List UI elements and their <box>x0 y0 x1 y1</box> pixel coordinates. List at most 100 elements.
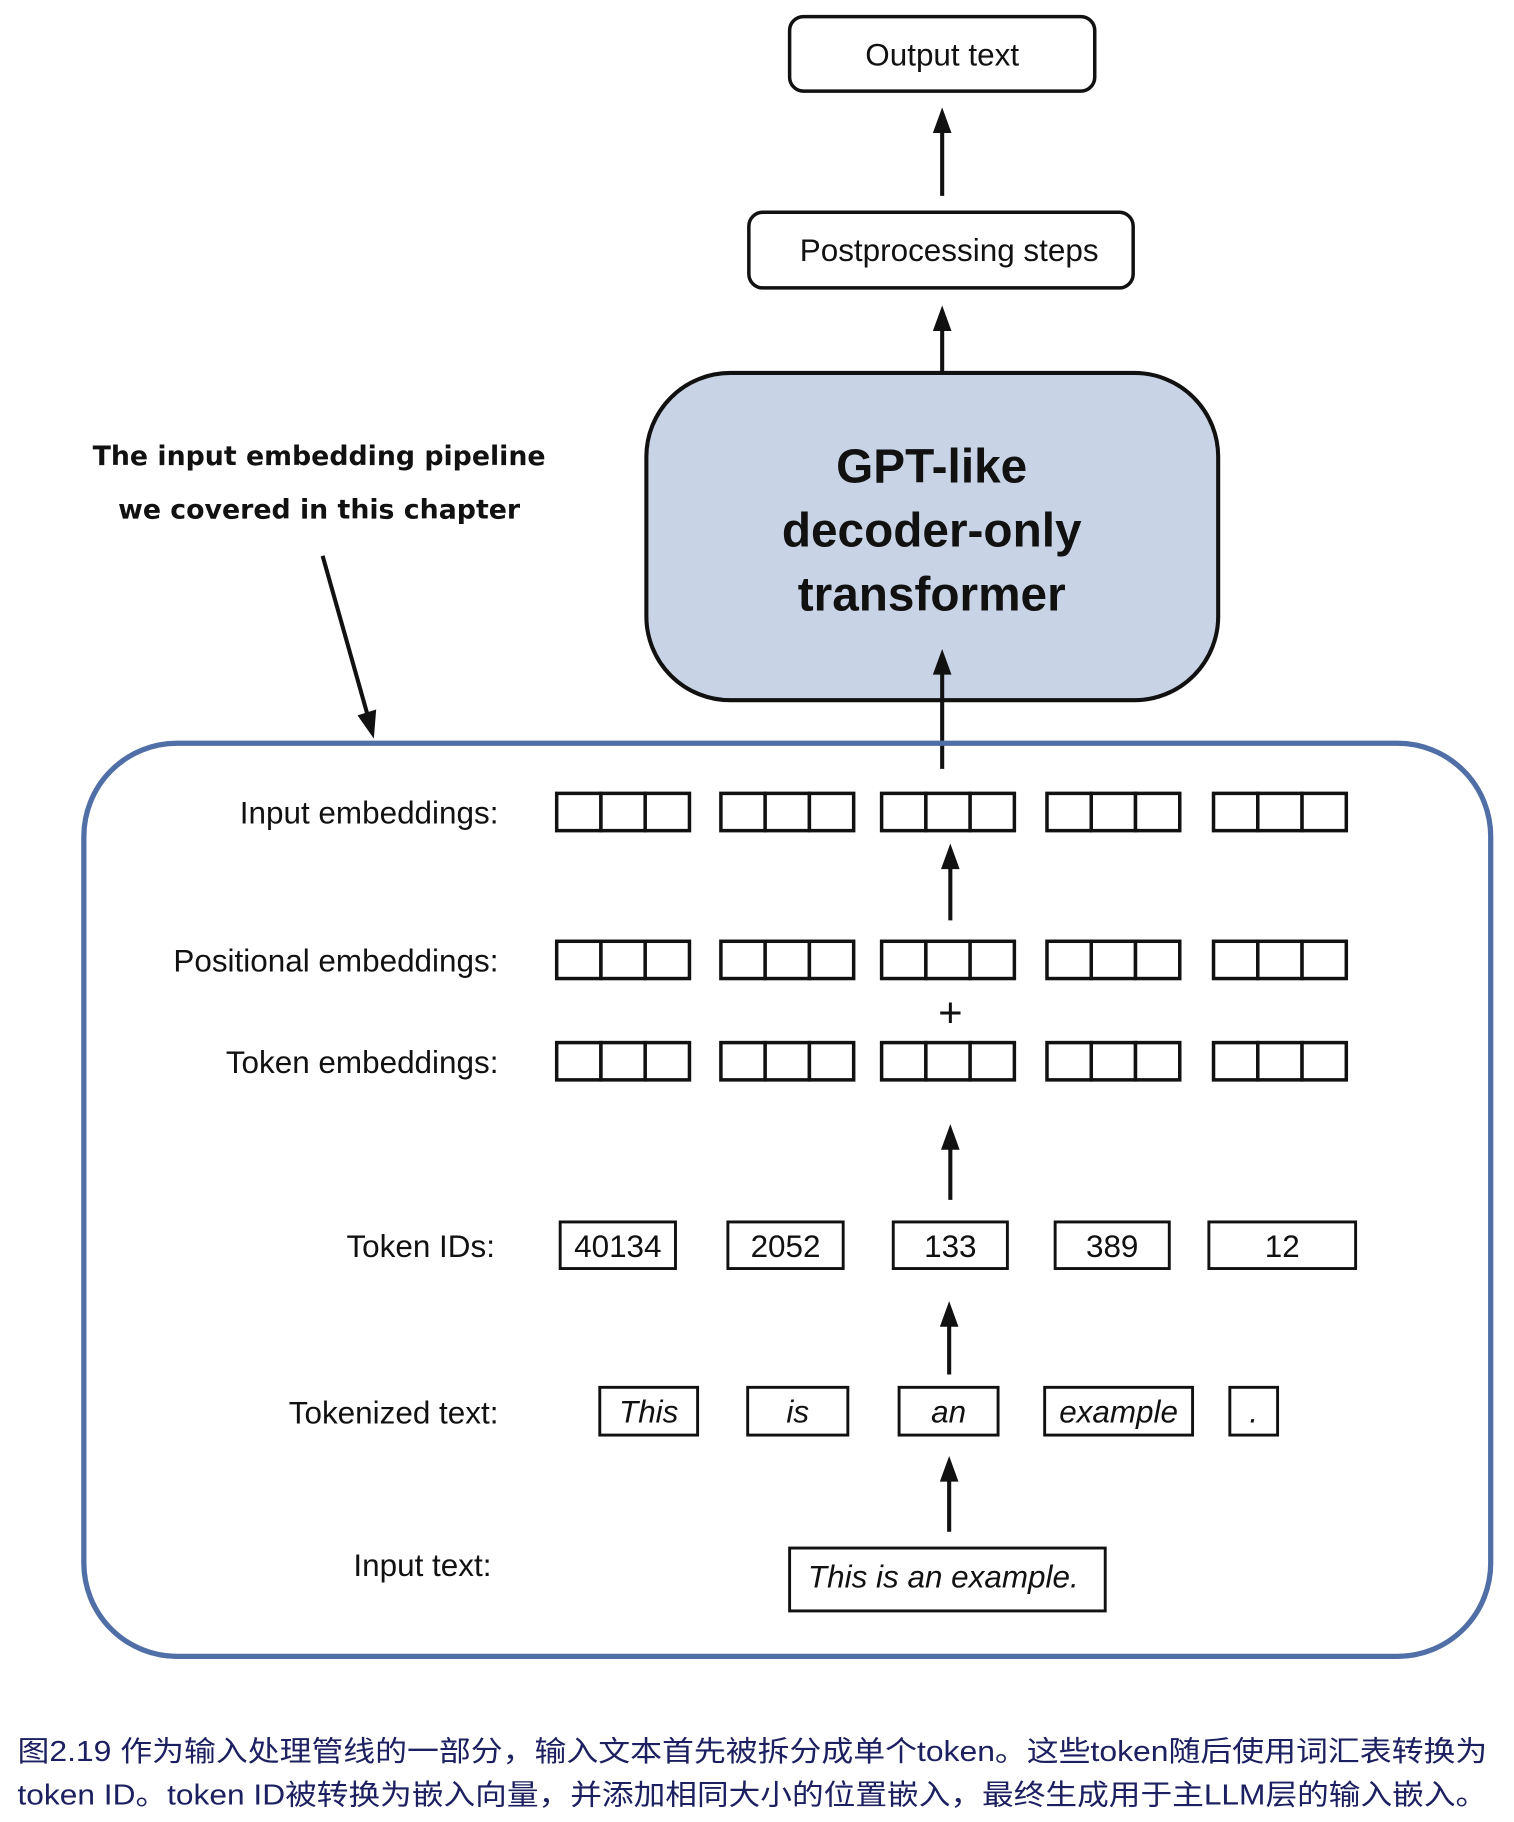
token-value: is <box>786 1394 809 1429</box>
embedding-cell <box>554 791 603 833</box>
embedding-cell <box>807 939 856 981</box>
token-embedding-vector <box>719 1040 856 1082</box>
embedding-cell <box>1045 791 1093 833</box>
token-id-value: 133 <box>924 1229 976 1264</box>
model-title-line-3: transformer <box>798 569 1066 622</box>
input-embedding-vector <box>719 791 856 833</box>
positional-embedding-vector <box>719 939 856 981</box>
embedding-cell <box>1089 1040 1138 1082</box>
embedding-cell <box>1300 1040 1349 1082</box>
token-box: an <box>897 1385 1000 1437</box>
arrowhead-icon <box>932 305 952 332</box>
token-id-box: 12 <box>1207 1220 1358 1270</box>
embedding-cell <box>719 939 767 981</box>
embedding-cell <box>968 791 1017 833</box>
token-id-value: 2052 <box>751 1229 821 1264</box>
model-title-line-1: GPT-like <box>836 440 1027 493</box>
embedding-cell <box>599 939 647 981</box>
embedding-cell <box>924 1040 972 1082</box>
label-input-embeddings: Input embeddings: <box>240 796 499 831</box>
pipeline-container <box>81 740 1494 1659</box>
embedding-cell <box>1133 1040 1182 1082</box>
label-positional-embeddings: Positional embeddings: <box>173 944 498 979</box>
embedding-cell <box>599 791 647 833</box>
embedding-cell <box>1300 939 1349 981</box>
output-text-label: Output text <box>865 37 1019 72</box>
token-embedding-vector <box>1045 1040 1182 1082</box>
token-value: example <box>1059 1394 1178 1429</box>
token-id-value: 12 <box>1265 1229 1300 1264</box>
token-value: . <box>1249 1394 1258 1429</box>
plus-sign: + <box>938 988 962 1035</box>
model-title-line-2: decoder-only <box>782 504 1082 557</box>
positional-embedding-vector <box>1211 939 1349 981</box>
token-id-box: 40134 <box>558 1220 677 1270</box>
embedding-cell <box>719 791 767 833</box>
embedding-cell <box>554 1040 603 1082</box>
input-text-box: This is an example. <box>788 1546 1107 1613</box>
input-embedding-vector <box>879 791 1017 833</box>
embedding-cell <box>807 1040 856 1082</box>
embedding-cell <box>1089 939 1138 981</box>
embedding-cell <box>1089 791 1138 833</box>
embedding-cell <box>968 1040 1017 1082</box>
token-id-box: 2052 <box>726 1220 845 1270</box>
arrowhead-icon <box>932 648 952 675</box>
positional-embedding-vector <box>1045 939 1182 981</box>
embedding-cell <box>599 1040 647 1082</box>
token-id-value: 40134 <box>574 1229 661 1264</box>
input-text-value: This is an example. <box>808 1560 1079 1595</box>
token-box: . <box>1228 1385 1280 1437</box>
caption-line-1: 图2.19 作为输入处理管线的一部分，输入文本首先被拆分成单个token。这些t… <box>17 1736 1487 1768</box>
positional-embedding-vector <box>554 939 692 981</box>
embedding-cell <box>643 791 692 833</box>
gpt-model-box: GPT-like decoder-only transformer <box>644 370 1221 703</box>
postprocessing-box: Postprocessing steps <box>747 210 1135 290</box>
embedding-cell <box>1045 1040 1093 1082</box>
input-embedding-vector <box>554 791 692 833</box>
token-box: is <box>746 1385 850 1437</box>
embedding-cell <box>719 1040 767 1082</box>
token-embedding-vector <box>1211 1040 1349 1082</box>
token-id-box: 133 <box>891 1220 1009 1270</box>
arrowhead-icon <box>939 1301 959 1327</box>
embedding-cell <box>1045 939 1093 981</box>
token-value: an <box>931 1394 966 1429</box>
embedding-cell <box>1133 939 1182 981</box>
embedding-cell <box>763 939 812 981</box>
embedding-cell <box>1256 1040 1304 1082</box>
embedding-cell <box>1211 1040 1260 1082</box>
embedding-cell <box>807 791 856 833</box>
token-box: This <box>598 1385 700 1437</box>
embedding-cell <box>879 939 928 981</box>
embedding-cell <box>924 791 972 833</box>
token-value: This <box>619 1394 679 1429</box>
embedding-cell <box>554 939 603 981</box>
arrowhead-icon <box>941 843 960 870</box>
arrowhead-icon <box>357 709 377 739</box>
embedding-cell <box>1133 791 1182 833</box>
arrowhead-icon <box>941 1124 960 1150</box>
embedding-cell <box>879 791 928 833</box>
embedding-cell <box>643 1040 692 1082</box>
postprocessing-label: Postprocessing steps <box>800 233 1099 268</box>
annotation-arrow <box>320 555 370 718</box>
embedding-cell <box>1211 939 1260 981</box>
embedding-cell <box>763 791 812 833</box>
embedding-cell <box>1256 791 1304 833</box>
token-id-value: 389 <box>1086 1229 1138 1264</box>
token-embedding-vector <box>554 1040 692 1082</box>
embedding-cell <box>1256 939 1304 981</box>
label-input-text: Input text: <box>353 1548 491 1583</box>
token-box: example <box>1043 1385 1195 1437</box>
input-embedding-vector <box>1211 791 1349 833</box>
output-text-box: Output text <box>787 14 1097 93</box>
embedding-cell <box>763 1040 812 1082</box>
embedding-cell <box>643 939 692 981</box>
caption-line-2: token ID。token ID被转换为嵌入向量，并添加相同大小的位置嵌入，最… <box>17 1779 1487 1811</box>
token-embedding-vector <box>879 1040 1017 1082</box>
input-embedding-vector <box>1045 791 1182 833</box>
annotation-line-1: The input embedding pipeline <box>93 441 546 472</box>
embedding-cell <box>1211 791 1260 833</box>
